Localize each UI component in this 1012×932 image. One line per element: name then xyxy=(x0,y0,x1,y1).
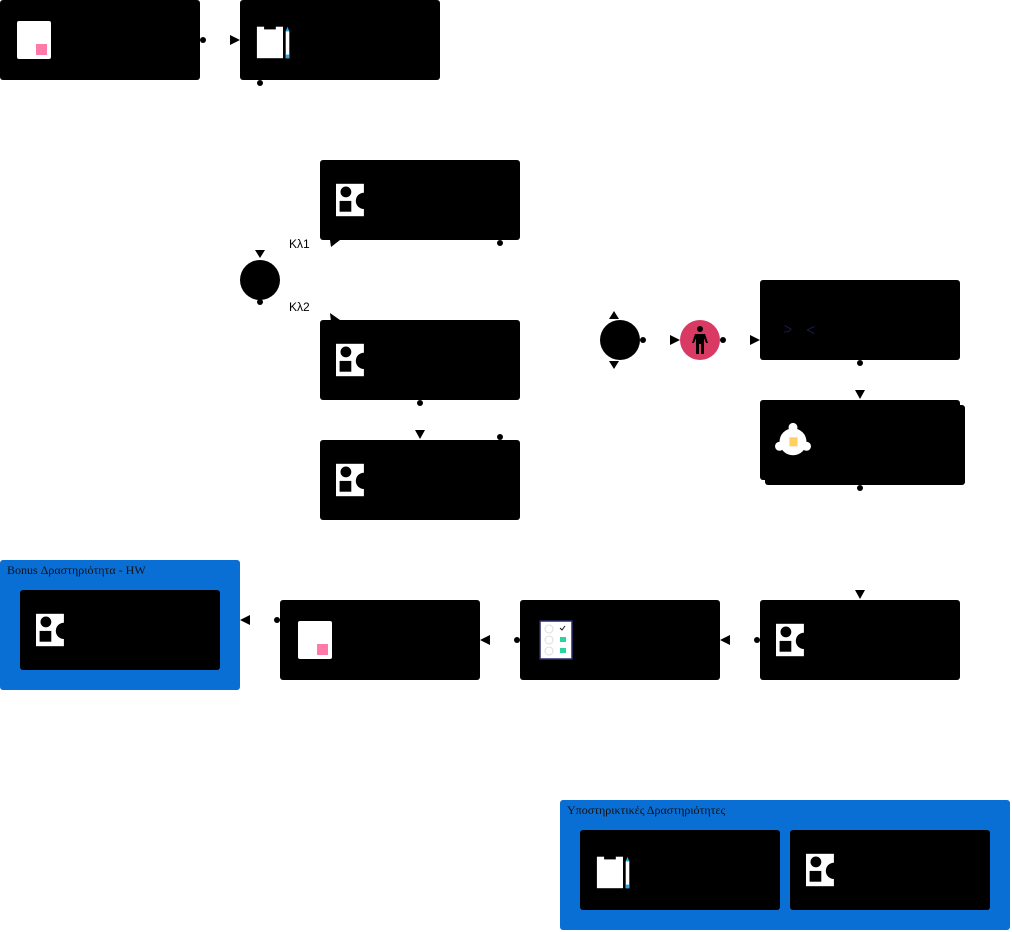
lightbulb-icon xyxy=(775,422,811,456)
survey-task-node[interactable] xyxy=(520,600,720,680)
clipboard-icon xyxy=(256,24,290,59)
pool-title: Υποστηρικτικές Δραστηριότητες xyxy=(567,803,726,817)
exclusive-gateway[interactable] xyxy=(240,260,280,300)
shapes-icon xyxy=(806,853,842,887)
shapes-icon xyxy=(336,343,372,377)
pool-title: Bonus Δραστηριότητα - HW xyxy=(7,563,146,577)
shapes-task-node[interactable] xyxy=(320,160,520,240)
chat-icon xyxy=(783,325,815,335)
shapes-task-node[interactable] xyxy=(320,320,520,400)
shapes-icon xyxy=(36,613,72,647)
document-icon xyxy=(298,621,332,659)
clipboard-icon xyxy=(596,854,630,889)
shapes-task-node[interactable] xyxy=(790,830,990,910)
idea-task-node[interactable] xyxy=(760,400,960,480)
branch-label-2: Κλ2 xyxy=(289,300,310,314)
support-pool: Υποστηρικτικές Δραστηριότητες xyxy=(560,800,1010,930)
shapes-task-node[interactable] xyxy=(760,600,960,680)
shapes-icon xyxy=(336,183,372,217)
shapes-task-node[interactable] xyxy=(320,440,520,520)
discussion-task-node[interactable] xyxy=(760,280,960,360)
branch-label-1: Κλ1 xyxy=(289,237,310,251)
user-event-node[interactable] xyxy=(680,320,720,360)
document-task-node[interactable] xyxy=(280,600,480,680)
merge-gateway[interactable] xyxy=(600,320,640,360)
document-icon xyxy=(17,21,51,59)
shapes-icon xyxy=(776,623,812,657)
clipboard-task-node[interactable] xyxy=(240,0,440,80)
shapes-task-node[interactable] xyxy=(20,590,220,670)
checklist-icon xyxy=(539,620,573,660)
shapes-icon xyxy=(336,463,372,497)
clipboard-task-node[interactable] xyxy=(580,830,780,910)
person-icon xyxy=(692,326,708,354)
bonus-pool: Bonus Δραστηριότητα - HW xyxy=(0,560,240,690)
document-task-node[interactable] xyxy=(0,0,200,80)
